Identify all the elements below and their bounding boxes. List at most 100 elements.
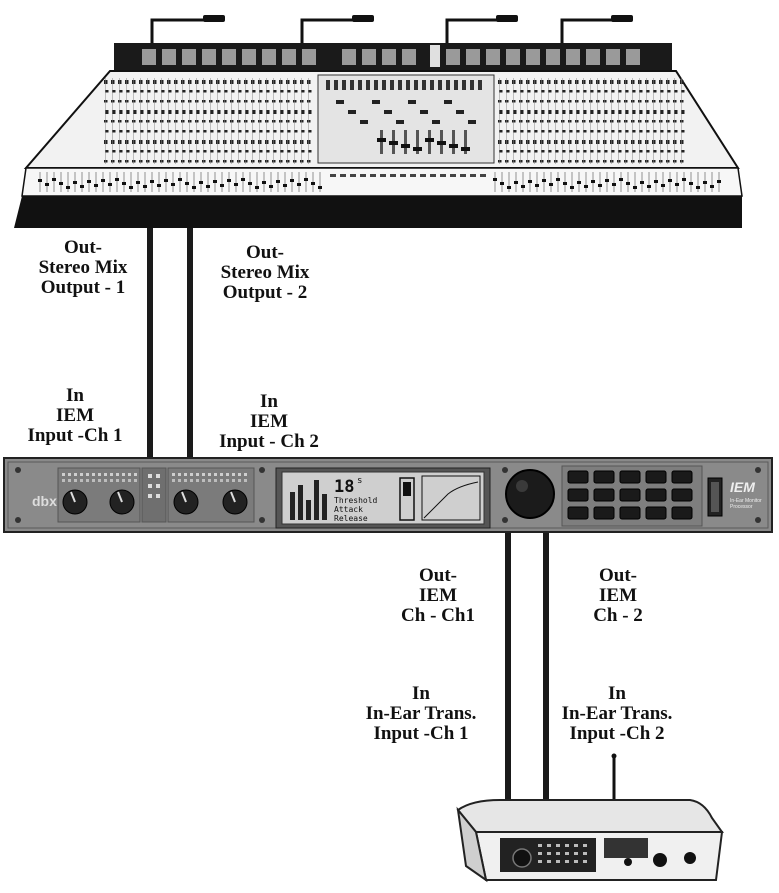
strip-control	[611, 110, 615, 114]
meter-window	[506, 49, 520, 65]
strip-control	[604, 90, 608, 93]
fader-cap	[584, 185, 588, 188]
strip-control	[259, 130, 263, 133]
keypad-button	[619, 470, 641, 484]
master-fader	[404, 130, 407, 154]
meter-window	[566, 49, 580, 65]
strip-control	[252, 150, 256, 153]
strip-control	[646, 90, 650, 93]
master-control	[430, 80, 434, 90]
fader-cap	[493, 178, 497, 181]
master-control	[358, 80, 362, 90]
strip-control	[238, 110, 242, 114]
fader-cap	[87, 180, 91, 183]
strip-control	[667, 130, 671, 133]
meter-led	[98, 473, 101, 476]
link-led	[156, 494, 160, 498]
fader-cap	[143, 185, 147, 188]
strip-control	[301, 110, 305, 114]
strip-control	[562, 150, 566, 153]
fader-cap	[311, 182, 315, 185]
master-button	[360, 174, 366, 177]
fader-cap	[80, 185, 84, 188]
fader-cap	[696, 186, 700, 189]
master-button	[330, 174, 336, 177]
transmitter-led	[574, 860, 578, 863]
master-control	[326, 80, 330, 90]
strip-control	[126, 130, 130, 133]
keypad-button	[567, 506, 589, 520]
master-control	[398, 80, 402, 90]
strip-control	[231, 110, 235, 114]
keypad-button	[671, 470, 693, 484]
fader-cap	[52, 178, 56, 181]
fader-cap	[605, 179, 609, 182]
label-trans-in-2: In In-Ear Trans. Input -Ch 2	[536, 684, 698, 744]
strip-control	[562, 110, 566, 114]
strip-control	[499, 150, 503, 153]
strip-control	[660, 150, 664, 153]
transmitter-led	[565, 860, 569, 863]
fader-cap	[262, 181, 266, 184]
strip-control	[224, 150, 228, 153]
keypad-button	[619, 488, 641, 502]
strip-control	[133, 150, 137, 153]
fader-cap	[164, 179, 168, 182]
meter-led	[110, 479, 113, 482]
strip-control	[548, 90, 552, 93]
label-line: Stereo Mix	[220, 262, 310, 283]
meter-led	[128, 473, 131, 476]
fader-cap	[234, 183, 238, 186]
strip-control	[618, 130, 622, 133]
strip-control	[499, 130, 503, 133]
transmitter-led	[538, 852, 542, 855]
strip-control	[203, 130, 207, 133]
strip-control	[175, 90, 179, 93]
strip-control	[147, 150, 151, 153]
strip-control	[625, 110, 629, 114]
meter-led	[116, 473, 119, 476]
strip-control	[280, 90, 284, 93]
keypad-button	[593, 488, 615, 502]
strip-control	[499, 90, 503, 93]
keypad-buttons	[567, 470, 693, 520]
strip-control	[266, 110, 270, 114]
keypad-button	[645, 506, 667, 520]
master-control	[396, 120, 404, 124]
lcd-level-meters	[290, 480, 327, 520]
strip-control	[182, 130, 186, 133]
meter-window	[142, 49, 156, 65]
strip-control	[140, 150, 144, 153]
dbx-logo: dbx	[32, 493, 57, 509]
master-fader-cap	[449, 144, 458, 148]
strip-control	[513, 110, 517, 114]
master-fader-cap	[377, 138, 386, 142]
master-button	[420, 174, 426, 177]
transmitter-led	[538, 860, 542, 863]
master-button	[390, 174, 396, 177]
fader-cap	[591, 180, 595, 183]
strip-control	[653, 110, 657, 114]
meter-led	[178, 479, 181, 482]
iem-logo-sub-2: Processor	[730, 504, 753, 510]
fader-cap	[178, 178, 182, 181]
strip-control	[126, 90, 130, 93]
meter-led	[86, 473, 89, 476]
strip-control	[308, 150, 312, 153]
transmitter-led	[583, 844, 587, 847]
meter-led	[68, 473, 71, 476]
meter-led	[80, 479, 83, 482]
master-button	[480, 174, 486, 177]
label-line: Out-	[246, 242, 284, 263]
strip-control	[217, 150, 221, 153]
keypad-button	[671, 488, 693, 502]
meter-led	[226, 473, 229, 476]
strip-control	[224, 110, 228, 114]
master-fader	[416, 130, 419, 154]
meter-led	[92, 479, 95, 482]
fader-cap	[661, 184, 665, 187]
strip-control	[168, 110, 172, 114]
meter-led	[134, 479, 137, 482]
strip-control	[287, 90, 291, 93]
strip-control	[590, 130, 594, 133]
